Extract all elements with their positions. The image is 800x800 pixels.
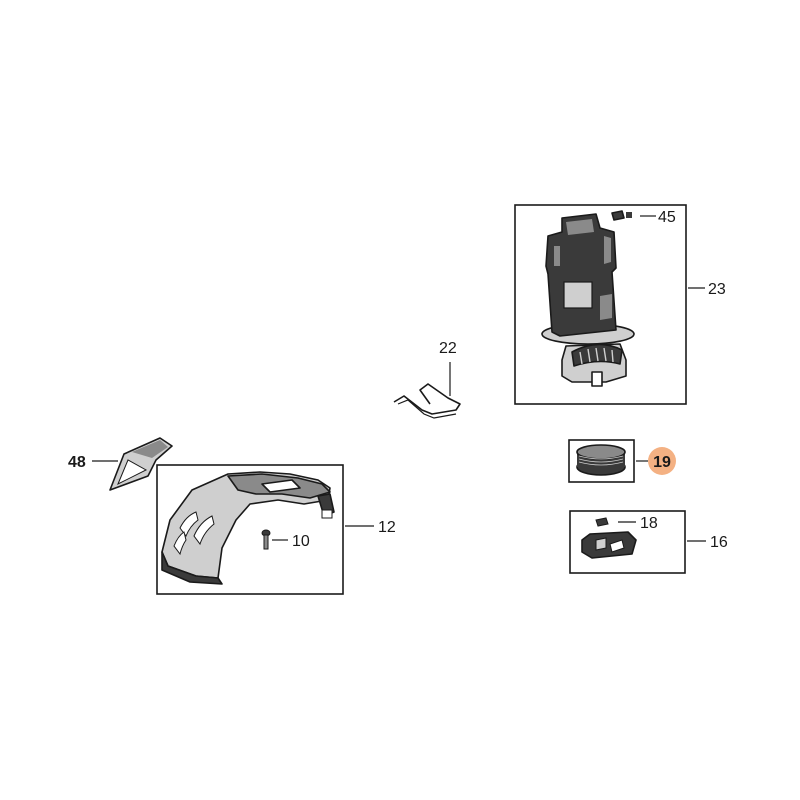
assembly-frame-12 — [156, 464, 344, 595]
screw-10 — [261, 529, 271, 550]
guard-housing-12 — [161, 471, 335, 585]
part-label-45: 45 — [658, 209, 676, 226]
motor-unit — [541, 213, 635, 387]
highlight-badge-19 — [648, 447, 676, 475]
part-label-23: 23 — [708, 281, 726, 298]
assembly-frame-16 — [569, 510, 686, 574]
part-label-22: 22 — [439, 340, 457, 357]
spool-19 — [576, 444, 626, 476]
part-label-19: 19 — [653, 454, 671, 471]
part-label-12: 12 — [378, 519, 396, 536]
spool-cap-16 — [581, 531, 637, 559]
wire-clip-22 — [393, 383, 461, 419]
spring-18 — [595, 517, 609, 527]
part-label-10: 10 — [292, 533, 310, 550]
part-label-48: 48 — [68, 454, 86, 471]
blade-guard-48 — [109, 437, 173, 491]
assembly-frame-23 — [514, 204, 687, 405]
assembly-frame-19 — [568, 439, 635, 483]
part-label-18: 18 — [640, 515, 658, 532]
part-label-16: 16 — [710, 534, 728, 551]
brush-part-45 — [611, 210, 632, 221]
